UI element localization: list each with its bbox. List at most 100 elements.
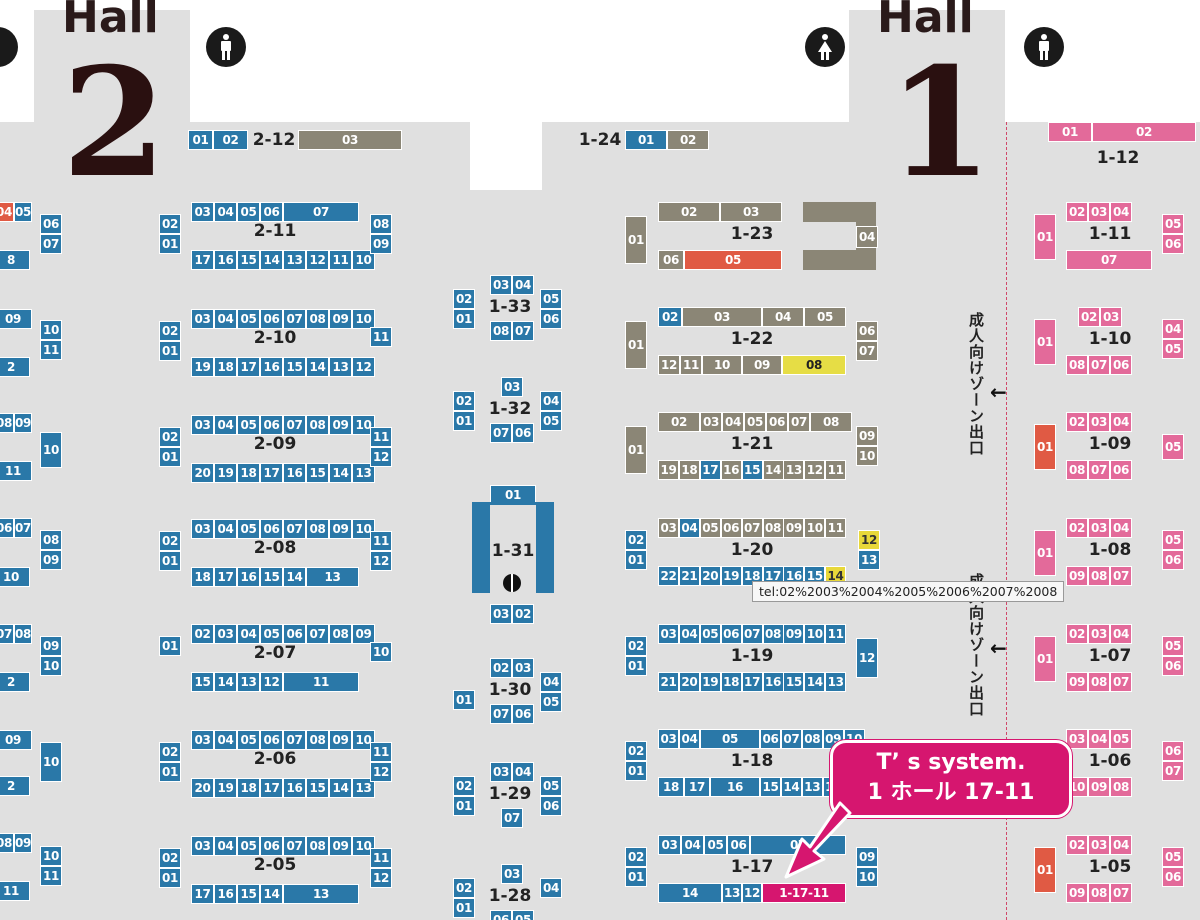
booth[interactable]: 09 [14, 413, 32, 433]
booth[interactable]: 09 [329, 519, 352, 539]
booth[interactable]: 19 [658, 460, 679, 480]
booth[interactable]: 05 [1162, 636, 1184, 656]
booth[interactable]: 21 [678, 566, 700, 586]
booth[interactable]: 05 [699, 624, 721, 644]
booth[interactable]: 10 [804, 624, 826, 644]
booth[interactable]: 02 [159, 531, 181, 551]
booth[interactable]: 02 [159, 321, 181, 341]
booth[interactable]: 03 [191, 836, 214, 856]
booth[interactable]: 01 [453, 690, 475, 710]
booth[interactable]: 12 [370, 447, 392, 467]
booth[interactable]: 05 [704, 835, 727, 855]
booth[interactable]: 04 [679, 729, 700, 749]
booth[interactable]: 14 [329, 778, 352, 798]
booth[interactable]: 2 [0, 672, 30, 692]
booth[interactable]: 13 [352, 463, 375, 483]
booth[interactable]: 12 [742, 883, 762, 903]
booth[interactable]: 10 [352, 836, 375, 856]
booth[interactable]: 09 [40, 636, 62, 656]
booth[interactable]: 06 [260, 202, 283, 222]
booth[interactable]: 07 [741, 518, 763, 538]
booth[interactable]: 02 [159, 742, 181, 762]
booth[interactable]: 02 [625, 530, 647, 550]
booth[interactable]: 15 [306, 778, 329, 798]
booth[interactable]: 08 [306, 415, 329, 435]
booth[interactable]: 07 [490, 704, 512, 724]
booth[interactable]: 08 [782, 355, 846, 375]
booth[interactable]: 09 [329, 730, 352, 750]
booth[interactable]: 01 [159, 447, 181, 467]
booth[interactable]: 05 [1162, 530, 1184, 550]
booth[interactable]: 10 [352, 309, 375, 329]
booth[interactable]: 01 [625, 216, 647, 264]
booth[interactable]: 05 [237, 202, 260, 222]
booth[interactable]: 04 [540, 878, 562, 898]
booth[interactable]: 01 [1034, 530, 1056, 576]
booth[interactable]: 05 [699, 518, 721, 538]
booth[interactable]: 05 [1162, 434, 1184, 460]
booth[interactable]: 13 [237, 672, 260, 692]
booth[interactable]: 11 [370, 327, 392, 347]
booth[interactable]: 20 [191, 778, 214, 798]
booth[interactable]: 01 [188, 130, 213, 150]
booth[interactable]: 13 [858, 550, 880, 570]
booth[interactable]: 09 [14, 833, 32, 853]
booth[interactable]: 01 [1048, 122, 1092, 142]
booth[interactable]: 10 [352, 730, 375, 750]
booth[interactable]: 02 [625, 741, 647, 761]
booth[interactable]: 01 [625, 426, 647, 474]
booth[interactable]: 06 [1110, 460, 1132, 480]
booth[interactable]: 06 [1162, 550, 1184, 570]
booth[interactable]: 15 [283, 357, 306, 377]
booth[interactable]: 17 [684, 777, 710, 797]
booth[interactable]: 03 [1088, 518, 1110, 538]
booth[interactable]: 20 [699, 566, 721, 586]
booth[interactable]: 04 [512, 275, 534, 295]
booth[interactable]: 08 [0, 833, 14, 853]
booth[interactable]: 06 [720, 518, 742, 538]
booth[interactable]: 04 [1110, 624, 1132, 644]
booth[interactable]: 16 [283, 463, 306, 483]
booth[interactable]: 08 [306, 519, 329, 539]
booth[interactable]: 04 [722, 412, 744, 432]
booth[interactable]: 02 [625, 636, 647, 656]
booth[interactable]: 08 [370, 214, 392, 234]
booth[interactable]: 09 [352, 624, 375, 644]
booth[interactable]: 13 [352, 778, 375, 798]
booth[interactable]: 09 [783, 624, 805, 644]
booth[interactable]: 07 [0, 624, 14, 644]
booth[interactable]: 03 [1088, 412, 1110, 432]
booth[interactable]: 04 [762, 307, 804, 327]
booth[interactable]: 03 [720, 202, 782, 222]
booth[interactable]: 09 [0, 309, 32, 329]
booth[interactable]: 09 [329, 836, 352, 856]
booth[interactable]: 06 [1162, 741, 1184, 761]
booth[interactable]: 07 [856, 341, 878, 361]
booth[interactable]: 04 [512, 762, 534, 782]
booth[interactable]: 01 [490, 485, 536, 505]
booth[interactable]: 06 [727, 835, 750, 855]
booth[interactable]: 08 [1066, 355, 1088, 375]
booth[interactable]: 05 [540, 411, 562, 431]
booth[interactable]: 09 [783, 518, 805, 538]
booth[interactable]: 02 [658, 307, 682, 327]
booth[interactable]: 07 [1088, 355, 1110, 375]
booth[interactable]: 04 [1110, 518, 1132, 538]
booth[interactable]: 01 [1034, 214, 1056, 260]
booth[interactable]: 1-17-11 [762, 883, 846, 903]
booth[interactable]: 11 [283, 672, 359, 692]
booth[interactable]: 06 [490, 910, 512, 920]
booth[interactable]: 02 [453, 878, 475, 898]
booth[interactable]: 22 [658, 566, 679, 586]
booth[interactable]: 08 [762, 624, 784, 644]
booth[interactable]: 04 [1110, 202, 1132, 222]
booth[interactable]: 06 [512, 704, 534, 724]
booth[interactable]: 03 [214, 624, 237, 644]
booth[interactable]: 02 [159, 427, 181, 447]
booth[interactable]: 06 [260, 730, 283, 750]
booth[interactable]: 07 [14, 518, 32, 538]
booth[interactable]: 01 [159, 636, 181, 656]
booth[interactable]: 09 [1088, 777, 1110, 797]
booth[interactable]: 08 [1110, 777, 1132, 797]
booth[interactable]: 14 [658, 883, 722, 903]
